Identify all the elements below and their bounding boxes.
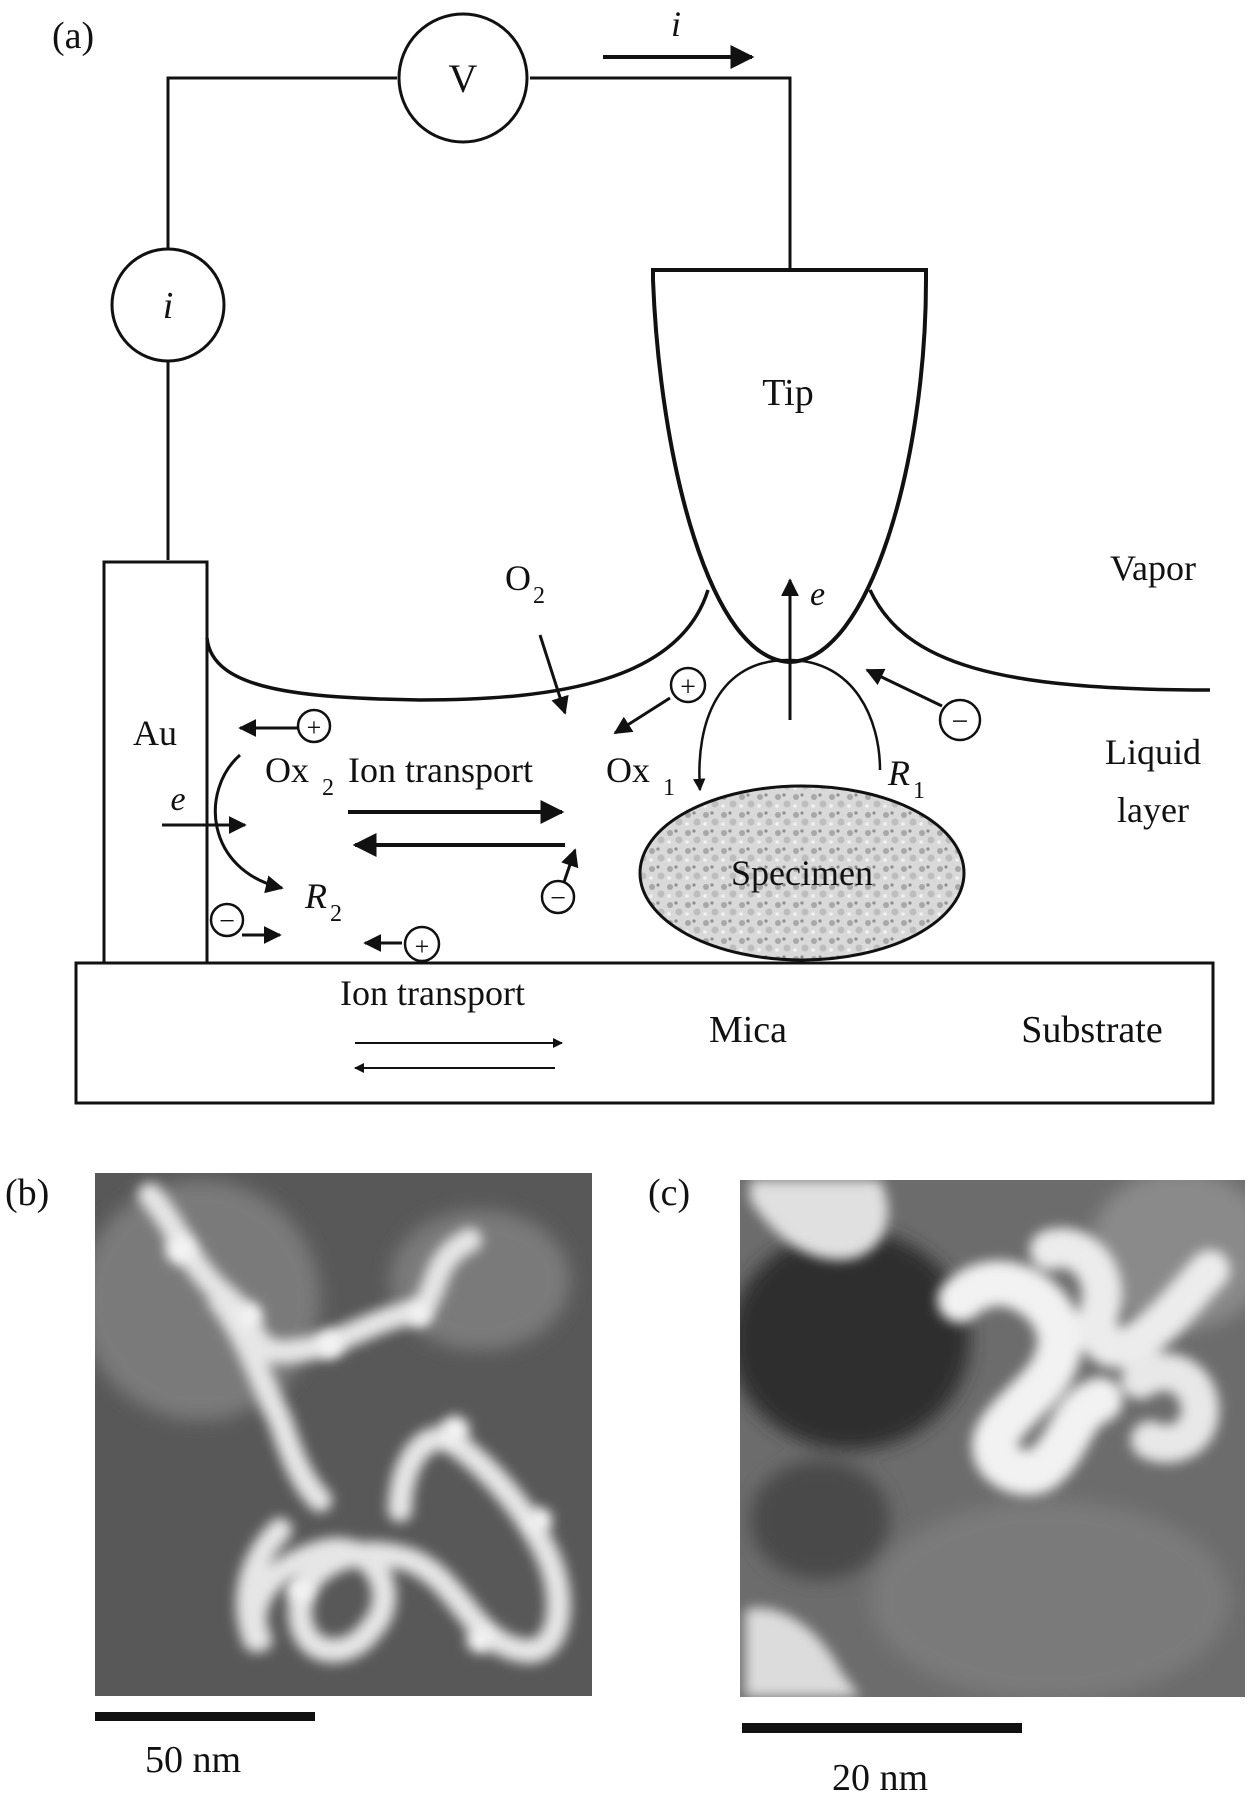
svg-text:−: − [550, 883, 566, 914]
right-anion-arrow [865, 668, 943, 708]
panel-a-label: (a) [52, 15, 94, 57]
cation-r2: + [403, 925, 441, 963]
ox2-to-r2-arc [213, 753, 284, 894]
ammeter: i [110, 247, 226, 363]
au-label: Au [133, 713, 177, 753]
svg-text:R: R [304, 876, 327, 916]
cation-au: + [296, 708, 332, 744]
mica-label: Mica [709, 1009, 787, 1051]
tip-current-arc [692, 658, 882, 792]
svg-text:+: + [680, 672, 696, 703]
scale-bar-c [742, 1723, 1022, 1733]
svg-text:1: 1 [913, 778, 925, 804]
liquid-label: Liquid [1105, 732, 1201, 772]
svg-text:O: O [505, 558, 531, 598]
o2-label: O 2 [505, 558, 545, 609]
ox2-label: Ox 2 [265, 750, 334, 801]
r1-label: R 1 [887, 753, 925, 804]
au-electron-label: e [170, 781, 185, 818]
tip-electron-label: e [810, 576, 825, 613]
panel-c-label: (c) [648, 1172, 690, 1214]
specimen-label: Specimen [731, 853, 873, 893]
layer-label: layer [1117, 790, 1189, 830]
scale-bar-b [95, 1712, 315, 1721]
panel-b: (b) 50 [5, 1172, 592, 1781]
afm-image-b [95, 1173, 592, 1696]
panel-c: (c) 20 nm [648, 1172, 1245, 1799]
au-electrode [102, 560, 209, 965]
specimen [638, 784, 966, 962]
panel-a-labels: Tip Vapor Liquid layer Au Specimen Mica … [133, 372, 1201, 1051]
circuit-wires [166, 76, 792, 560]
svg-text:Ox: Ox [606, 750, 650, 790]
tip-label: Tip [762, 372, 813, 414]
svg-text:+: + [307, 713, 322, 742]
ox1-label: Ox 1 [606, 750, 675, 801]
anion-tip: − [938, 698, 982, 742]
afm-image-c [740, 1180, 1245, 1697]
current-arrow: i [603, 4, 755, 69]
current-arrow-label: i [671, 4, 681, 44]
cation-tip: + [669, 666, 707, 704]
svg-text:2: 2 [533, 583, 545, 609]
voltmeter: V [397, 12, 529, 144]
scale-bar-c-label: 20 nm [832, 1757, 928, 1799]
o2-arrow [538, 634, 569, 715]
panel-a: (a) V i i [52, 4, 1215, 1105]
svg-text:−: − [952, 705, 969, 738]
svg-text:+: + [415, 932, 430, 961]
anion-au: − [209, 902, 245, 938]
anion-specimen: − [540, 879, 576, 915]
ion-markers: + − + − + − [209, 666, 982, 963]
liquid-surface-right [868, 589, 1211, 692]
panel-b-label: (b) [5, 1172, 49, 1214]
substrate-ion-transport-label: Ion transport [340, 973, 525, 1013]
liquid-surface [205, 589, 710, 702]
liquid-ion-transport-label: Ion transport [348, 750, 533, 790]
svg-text:2: 2 [330, 901, 342, 927]
substrate-slab [74, 961, 1215, 1105]
svg-text:2: 2 [322, 775, 334, 801]
svg-text:−: − [219, 906, 235, 937]
svg-text:R: R [887, 753, 910, 793]
voltmeter-label: V [449, 56, 478, 101]
svg-text:Ox: Ox [265, 750, 309, 790]
vapor-label: Vapor [1110, 548, 1196, 588]
ox1-ion-arrow [613, 696, 671, 735]
scale-bar-b-label: 50 nm [145, 1739, 241, 1781]
r2-label: R 2 [304, 876, 342, 927]
svg-text:1: 1 [663, 775, 675, 801]
substrate-label: Substrate [1021, 1009, 1162, 1051]
ammeter-label: i [163, 285, 174, 327]
